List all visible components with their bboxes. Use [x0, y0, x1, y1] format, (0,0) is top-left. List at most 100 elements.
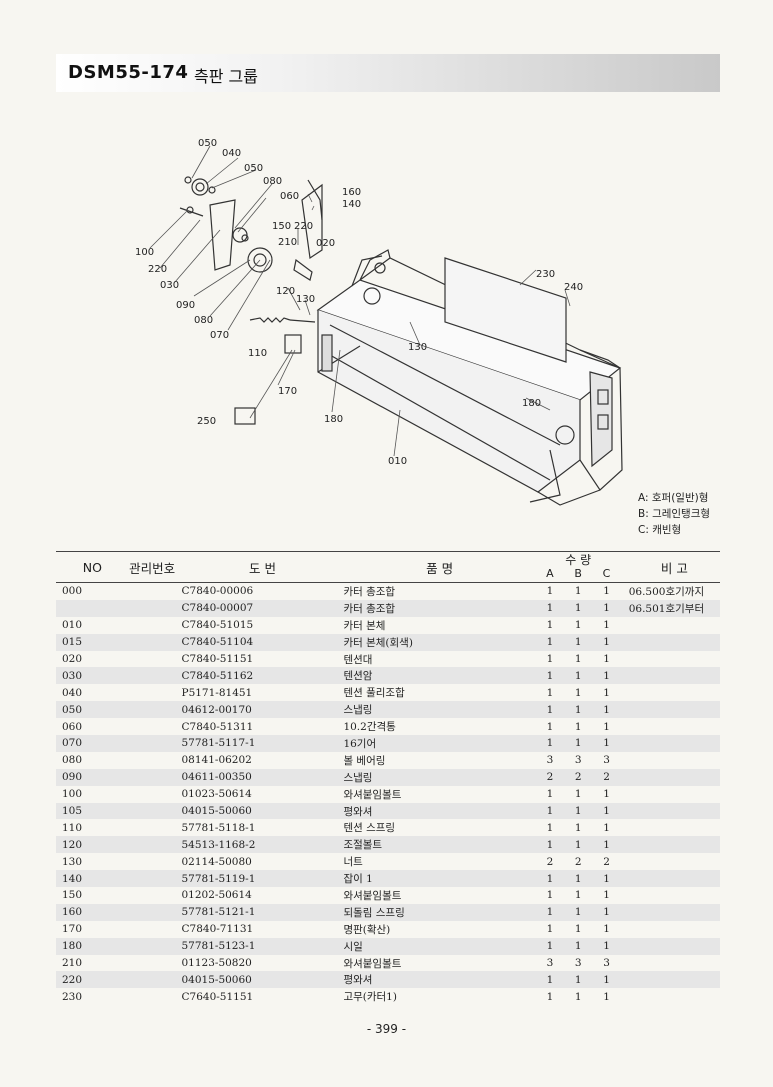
remark	[620, 836, 720, 854]
part-name: 10.2간격통	[343, 721, 396, 734]
mgmt-no	[122, 903, 182, 921]
col-no: NO	[56, 551, 123, 583]
drawing-no: C7640-51151	[181, 990, 254, 1003]
qty-c: 1	[592, 937, 621, 955]
qty-c: 1	[603, 686, 610, 699]
col-quantity: 수 량 A B C	[535, 551, 621, 583]
qty-b: 2	[574, 855, 582, 868]
callout-170: 170	[278, 386, 297, 397]
part-name: 스냅링	[343, 701, 536, 719]
part-no: 050	[56, 701, 123, 719]
group-title: 측판 그룹	[194, 67, 258, 86]
part-name: 볼 베어링	[343, 754, 386, 767]
qty-b: 2	[564, 768, 593, 786]
part-name: 시일	[343, 937, 536, 955]
qty-b: 1	[574, 585, 582, 598]
part-name: 평와셔	[343, 971, 536, 989]
qty-c: 1	[592, 802, 621, 820]
qty-a: 1	[535, 633, 565, 651]
qty-b: 1	[574, 653, 582, 665]
diagram-svg: 050 040 050 080 060 160 140 150 220 020 …	[135, 138, 623, 506]
drawing-no: 57781-5123-1	[181, 937, 344, 955]
remark	[620, 633, 720, 651]
part-name: 와셔붙임볼트	[343, 889, 402, 902]
mgmt-no	[123, 684, 182, 701]
qty-a: 1	[535, 836, 565, 854]
drawing-no: C7840-51104	[181, 633, 344, 651]
qty-c: 1	[603, 720, 610, 733]
legend-item: C: 캐빈형	[638, 524, 682, 536]
part-no: 230	[62, 990, 83, 1003]
drawing-no: 54513-1168-2	[181, 836, 344, 854]
qty-c: 1	[592, 599, 621, 617]
part-no: 060	[62, 720, 83, 733]
part-name: 카터 본체	[343, 619, 386, 632]
drawing-no: C7840-51015	[181, 619, 254, 632]
part-no: 100	[62, 788, 83, 801]
drawing-no: 04015-50060	[181, 802, 344, 820]
qty-b: 1	[564, 633, 593, 651]
part-no: 180	[56, 937, 123, 955]
qty-c: 3	[603, 957, 610, 970]
drawing-no: C7840-00006	[181, 585, 254, 598]
remark	[620, 971, 720, 989]
part-no: 170	[62, 923, 83, 936]
mgmt-no	[123, 988, 182, 1005]
remark	[620, 667, 720, 685]
part-name: 16기어	[343, 735, 536, 752]
part-no: 210	[62, 957, 83, 970]
part-name: 조절볼트	[343, 836, 536, 854]
callout-010: 010	[388, 456, 407, 467]
part-name: 카터 총조합	[343, 599, 536, 617]
qty-c: 1	[603, 788, 610, 801]
qty-c: 1	[592, 633, 621, 651]
qty-c: 1	[592, 836, 621, 854]
remark	[621, 853, 720, 870]
qty-c: 1	[592, 870, 621, 888]
part-name: 스냅링	[343, 768, 536, 786]
part-name: 명판(확산)	[343, 923, 391, 936]
drawing-no: 01023-50614	[181, 788, 252, 801]
qty-c: 1	[603, 619, 610, 632]
drawing-no: 01202-50614	[181, 889, 252, 902]
remark	[621, 988, 720, 1005]
qty-c: 1	[603, 585, 610, 598]
qty-c-label: C	[602, 567, 611, 580]
group-code: DSM55-174	[68, 62, 189, 83]
header-bar: DSM55-174 측판 그룹	[56, 54, 720, 92]
qty-c: 1	[592, 903, 621, 921]
qty-a: 1	[535, 903, 565, 921]
callout-240: 240	[564, 282, 583, 293]
part-name: 평와셔	[343, 802, 536, 820]
mgmt-no	[123, 752, 182, 769]
qty-b: 1	[574, 720, 582, 733]
drawing-no: 01123-50820	[181, 957, 252, 970]
qty-b: 1	[564, 870, 593, 888]
part-no: 160	[56, 903, 123, 921]
mgmt-no	[123, 921, 182, 938]
qty-c: 1	[603, 653, 610, 665]
callout-050: 050	[244, 163, 263, 174]
mgmt-no	[123, 853, 182, 870]
part-no: 150	[62, 889, 83, 902]
qty-b: 1	[564, 802, 593, 820]
qty-a: 1	[535, 937, 565, 955]
mgmt-no	[122, 971, 182, 989]
col-remarks: 비 고	[620, 551, 720, 583]
callout-050: 050	[198, 138, 217, 149]
callout-020: 020	[316, 238, 335, 249]
qty-a: 3	[546, 957, 554, 970]
qty-c: 1	[592, 701, 621, 719]
mgmt-no	[122, 802, 182, 820]
mgmt-no	[122, 870, 182, 888]
callout-030: 030	[160, 280, 179, 291]
qty-b: 1	[564, 701, 593, 719]
remark: 06.500호기까지	[628, 585, 705, 598]
qty-a-label: A	[546, 567, 554, 580]
